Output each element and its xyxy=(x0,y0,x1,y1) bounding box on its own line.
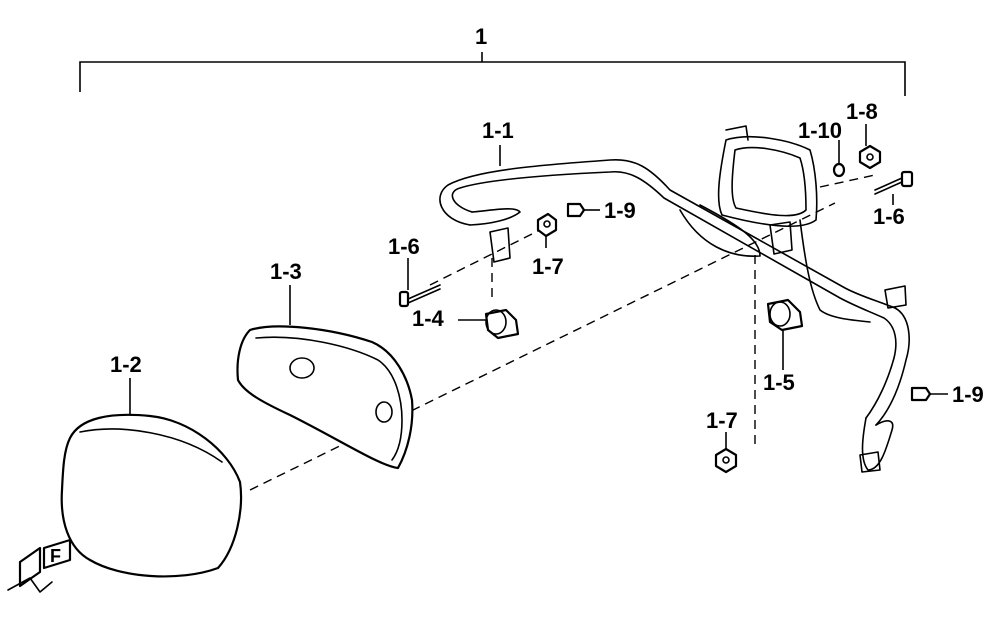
label-pad: 1-2 xyxy=(110,352,142,377)
nut-left xyxy=(536,212,558,238)
label-bolt-left: 1-6 xyxy=(388,234,420,259)
front-mark: F xyxy=(50,546,61,566)
label-bushing-left: 1-4 xyxy=(412,306,445,331)
label-bushing-right: 1-5 xyxy=(763,370,795,395)
label-nut-left: 1-7 xyxy=(532,254,564,279)
backrest-pad xyxy=(60,413,243,578)
label-clip-right: 1-9 xyxy=(952,382,984,407)
washer xyxy=(832,162,846,178)
clip-upper xyxy=(566,202,586,218)
assembly-bracket: 1 xyxy=(79,24,906,96)
bolt-right xyxy=(874,170,914,195)
label-rail: 1-1 xyxy=(482,118,514,143)
nut-top xyxy=(858,144,882,170)
label-washer: 1-10 xyxy=(798,118,842,143)
label-pad-plate: 1-3 xyxy=(270,259,302,284)
label-bolt-right: 1-6 xyxy=(873,204,905,229)
grab-rail xyxy=(439,125,910,473)
bolt-left xyxy=(398,284,441,308)
label-nut-bottom: 1-7 xyxy=(706,408,738,433)
label-assembly: 1 xyxy=(475,24,487,49)
nut-bottom xyxy=(714,447,738,474)
bushing-left xyxy=(484,308,520,340)
label-nut-top: 1-8 xyxy=(846,99,878,124)
backrest-plate xyxy=(236,325,414,470)
label-clip-upper: 1-9 xyxy=(604,198,636,223)
front-direction-icon: F xyxy=(7,538,72,593)
bushing-right xyxy=(766,298,804,332)
clip-right xyxy=(910,386,932,402)
